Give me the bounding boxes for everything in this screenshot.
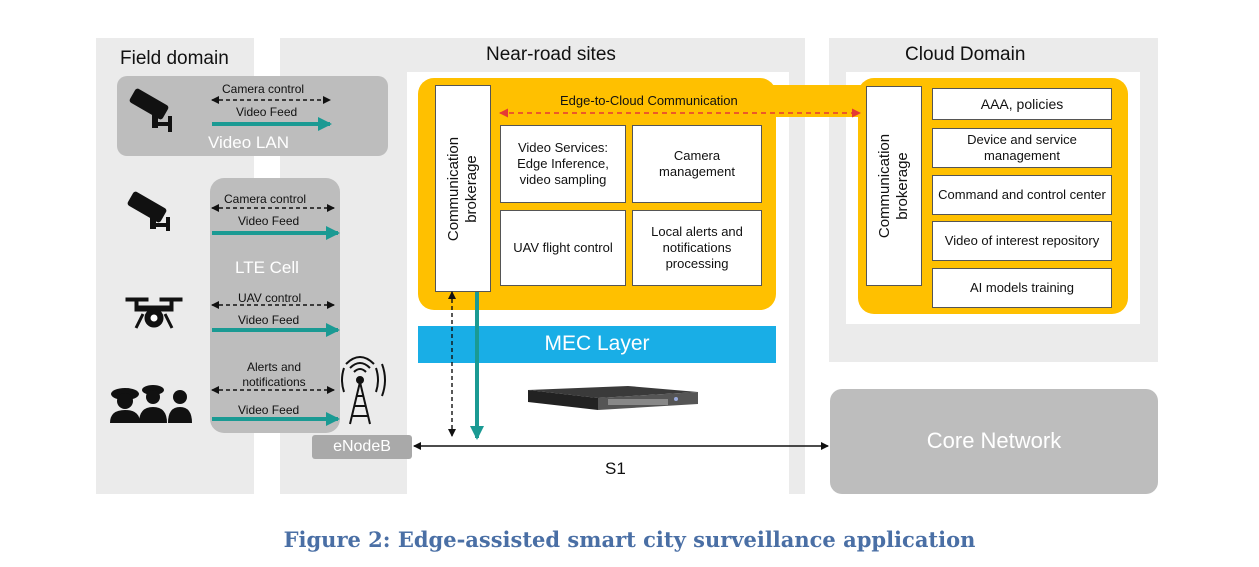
core-network-box — [830, 389, 1158, 494]
video-feed-label-4: Video Feed — [238, 403, 300, 417]
local-alerts-box: Local alerts and notifications processin… — [632, 210, 762, 286]
core-network-label: Core Network — [926, 428, 1062, 453]
mec-layer-label: MEC Layer — [544, 332, 650, 355]
edge-communication-brokerage: Communication brokerage — [435, 85, 491, 292]
lte-cell-label: LTE Cell — [235, 258, 299, 277]
s1-label: S1 — [605, 459, 626, 478]
alerts-label: Alerts and notifications — [242, 360, 306, 389]
enodeb-label: eNodeB — [333, 438, 391, 455]
video-feed-label-3: Video Feed — [238, 313, 300, 327]
cloud-communication-brokerage: Communication brokerage — [866, 86, 922, 286]
command-control-center-box: Command and control center — [932, 175, 1112, 215]
cloud-domain-title: Cloud Domain — [905, 44, 1026, 65]
video-services-box: Video Services: Edge Inference, video sa… — [500, 125, 626, 203]
video-repository-box: Video of interest repository — [932, 221, 1112, 261]
camera-management-box: Camera management — [632, 125, 762, 203]
near-road-title: Near-road sites — [486, 44, 616, 65]
edge-brokerage-label: Communication brokerage — [445, 136, 480, 241]
cloud-brokerage-label: Communication brokerage — [876, 133, 911, 239]
edge-to-cloud-label: Edge-to-Cloud Communication — [560, 93, 738, 108]
video-feed-label-1: Video Feed — [236, 105, 298, 119]
enodeb-label-box — [312, 435, 412, 459]
field-domain-title: Field domain — [120, 48, 229, 69]
device-service-management-box: Device and service management — [932, 128, 1112, 168]
uav-flight-control-box: UAV flight control — [500, 210, 626, 286]
video-feed-label-2: Video Feed — [238, 214, 300, 228]
ai-models-training-box: AI models training — [932, 268, 1112, 308]
aaa-policies-box: AAA, policies — [932, 88, 1112, 120]
camera-control-label-1: Camera control — [222, 82, 305, 96]
uav-control-label: UAV control — [238, 291, 302, 305]
camera-control-label-2: Camera control — [224, 192, 307, 206]
figure-caption: Figure 2: Edge-assisted smart city surve… — [283, 527, 976, 552]
video-lan-label: Video LAN — [208, 133, 289, 152]
